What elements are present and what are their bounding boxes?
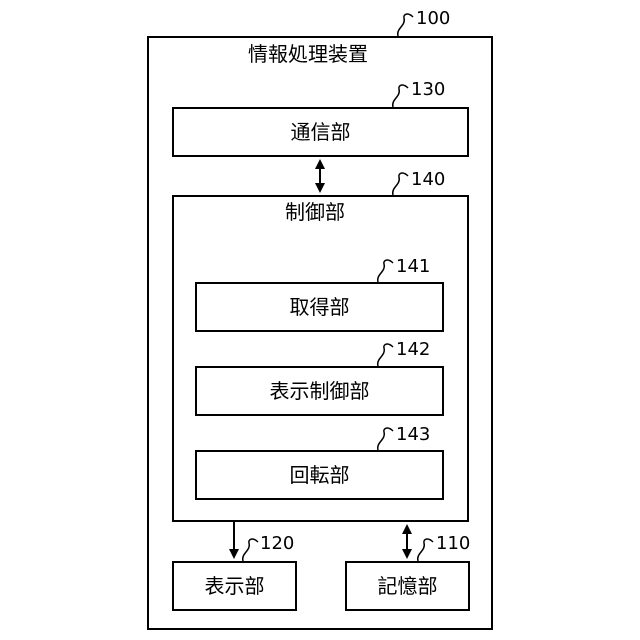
device-title: 情報処理装置 (248, 42, 368, 66)
display-control-unit-box: 表示制御部 (195, 366, 444, 416)
rotation-unit-box: 回転部 (195, 450, 444, 500)
rotation-unit-label: 回転部 (290, 463, 350, 487)
acquisition-unit-label: 取得部 (290, 295, 350, 319)
device-leader-line (398, 14, 413, 36)
communication-unit-box: 通信部 (172, 107, 469, 157)
display-ref-numeral: 120 (260, 534, 294, 554)
display-control-unit-label: 表示制御部 (270, 379, 370, 403)
acquisition-ref-numeral: 141 (396, 257, 430, 277)
communication-unit-label: 通信部 (291, 120, 351, 144)
display-unit-box: 表示部 (172, 561, 297, 611)
storage-unit-label: 記憶部 (378, 574, 438, 598)
storage-unit-box: 記憶部 (345, 561, 470, 611)
device-ref-numeral: 100 (416, 9, 450, 29)
storage-ref-numeral: 110 (436, 534, 470, 554)
display-control-ref-numeral: 142 (396, 340, 430, 360)
rotation-ref-numeral: 143 (396, 425, 430, 445)
control-unit-label: 制御部 (285, 200, 345, 224)
display-unit-label: 表示部 (205, 574, 265, 598)
acquisition-unit-box: 取得部 (195, 282, 444, 332)
communication-ref-numeral: 130 (411, 80, 445, 100)
control-ref-numeral: 140 (411, 170, 445, 190)
